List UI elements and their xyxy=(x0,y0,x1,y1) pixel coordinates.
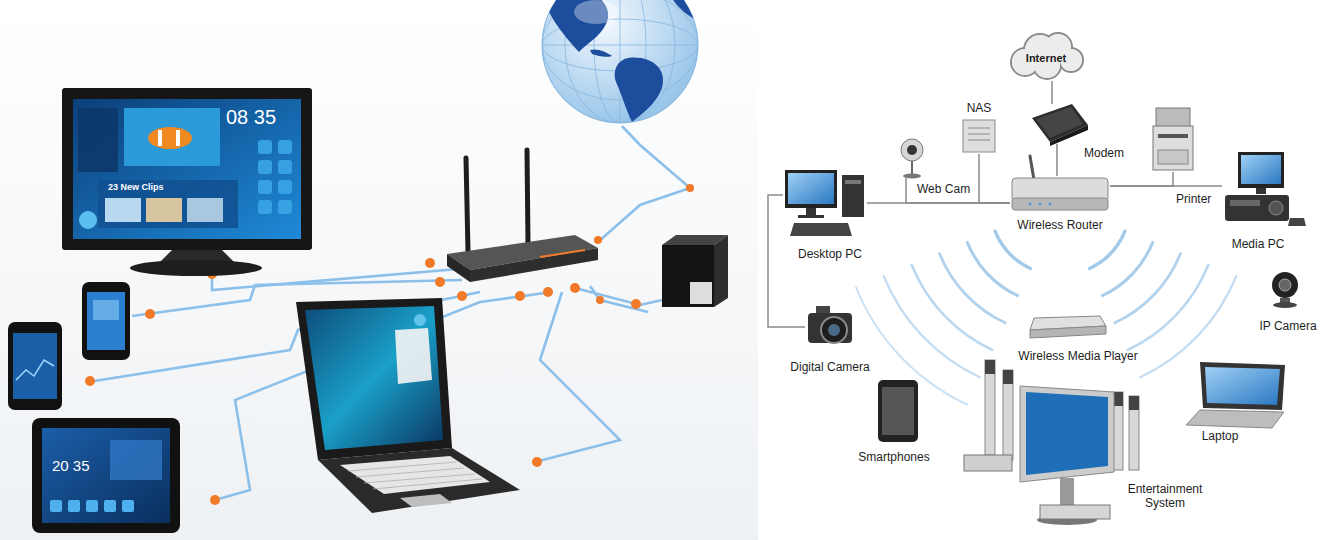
laptop-icon xyxy=(1186,362,1285,428)
device-label: Media PC xyxy=(1232,237,1285,251)
globe xyxy=(542,0,698,123)
device-label: Smartphones xyxy=(858,450,929,464)
laptop-node: Laptop xyxy=(1185,360,1287,430)
network-cable xyxy=(1051,81,1053,104)
webcam-icon xyxy=(901,139,923,179)
printer-icon xyxy=(1153,108,1193,170)
network-cable xyxy=(1056,144,1058,176)
internet-cloud xyxy=(1011,33,1083,79)
nas-node: NAS xyxy=(961,118,997,154)
device-label: NAS xyxy=(967,101,992,115)
cloud-node: Internet xyxy=(1008,33,1084,81)
entertainment-node: Entertainment System xyxy=(960,358,1145,528)
wireless-waves xyxy=(856,231,1236,404)
wave-arc xyxy=(1115,254,1181,323)
entertainment-system-icon xyxy=(964,360,1139,525)
cloud-label: Internet xyxy=(1026,51,1066,65)
device-label: Laptop xyxy=(1202,429,1239,443)
device-label: Wireless Router xyxy=(1017,218,1102,232)
device-label: Digital Camera xyxy=(790,360,869,374)
wave-arc xyxy=(856,287,967,404)
device-label: Printer xyxy=(1176,192,1211,206)
nas-icon xyxy=(963,120,995,152)
screen-text: 23 New Clips xyxy=(108,183,164,193)
wave-arc xyxy=(1090,231,1125,268)
screen-text: 08 35 xyxy=(226,106,276,128)
router-node: Wireless Router xyxy=(1010,176,1110,212)
desktop-pc-icon xyxy=(785,170,864,236)
router-3d xyxy=(447,150,598,282)
webcam-node: Web Cam xyxy=(896,138,928,178)
tv-set xyxy=(62,88,312,276)
modem-icon xyxy=(1032,104,1088,146)
ip-camera-icon xyxy=(1272,272,1298,308)
device-label: Wireless Media Player xyxy=(1018,349,1137,363)
wave-arc xyxy=(884,276,980,377)
device-label: Web Cam xyxy=(917,182,970,196)
network-cable xyxy=(979,154,1010,203)
device-label: Modem xyxy=(1084,146,1124,160)
network-cable xyxy=(768,195,805,327)
wave-arc xyxy=(1102,243,1152,296)
network-cable xyxy=(1110,172,1173,186)
router-icon xyxy=(1012,156,1108,210)
right-ground xyxy=(758,0,1330,540)
smartphone-pair xyxy=(8,282,130,410)
desktop-pc-node: Desktop PC xyxy=(783,168,867,242)
wave-arc xyxy=(940,254,1006,323)
smartphone-icon xyxy=(878,380,918,442)
wave-arc xyxy=(1140,276,1236,377)
device-label: Entertainment System xyxy=(1118,482,1212,510)
wave-arc xyxy=(967,243,1017,296)
printer-node: Printer xyxy=(1152,108,1194,172)
ip-camera-node: IP Camera xyxy=(1270,272,1302,308)
external-drive xyxy=(662,235,728,307)
media-player-icon xyxy=(1030,316,1106,338)
device-label: Desktop PC xyxy=(798,247,862,261)
camera-node: Digital Camera xyxy=(805,303,855,351)
media-pc-node: Media PC xyxy=(1222,150,1292,230)
media-pc-icon xyxy=(1225,152,1306,226)
laptop-3d xyxy=(296,298,520,513)
screen-text: 20 35 xyxy=(52,458,90,475)
left-ground xyxy=(0,0,758,540)
digital-camera-icon xyxy=(808,306,852,343)
network-cable xyxy=(906,178,1010,203)
device-label: IP Camera xyxy=(1259,319,1316,333)
media-player-node: Wireless Media Player xyxy=(1028,314,1108,342)
tablet xyxy=(32,418,180,533)
smartphone-node: Smartphones xyxy=(876,378,920,444)
modem-node: Modem xyxy=(1030,104,1088,144)
network-cable xyxy=(1110,185,1222,187)
wave-arc xyxy=(995,231,1030,268)
